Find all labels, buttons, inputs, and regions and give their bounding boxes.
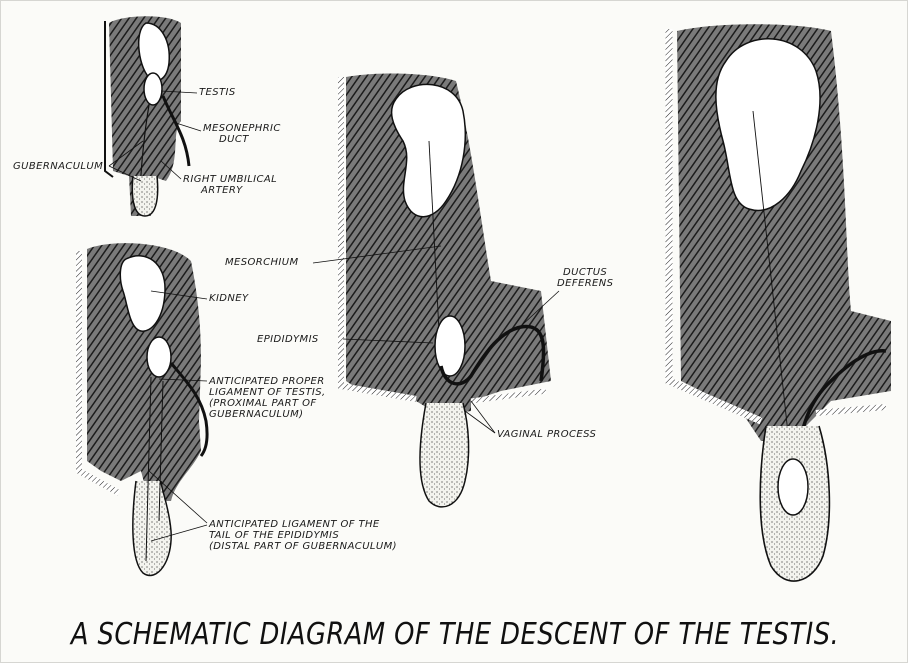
stage1-testis <box>144 73 162 105</box>
stage4-wall-right <box>816 407 886 413</box>
stage2-testis <box>147 337 171 377</box>
label-anticipated-ligament-tail: ANTICIPATED LIGAMENT OF THE TAIL OF THE … <box>209 519 397 552</box>
label-right-umbilical-artery: RIGHT UMBILICAL ARTERY <box>183 174 277 196</box>
label-anticipated-proper-ligament: ANTICIPATED PROPER LIGAMENT OF TESTIS, (… <box>209 376 326 420</box>
label-gubernaculum: GUBERNACULUM <box>13 161 103 172</box>
label-anticipated-ligament-tail-line-2: TAIL OF THE EPIDIDYMIS <box>209 530 397 541</box>
stage3-vaginal-process <box>420 403 469 507</box>
label-right-umbilical-artery-line-1: RIGHT UMBILICAL <box>183 174 277 185</box>
label-ductus-deferens: DUCTUS DEFERENS <box>557 267 613 289</box>
label-testis: TESTIS <box>199 87 236 98</box>
label-anticipated-proper-ligament-line-4: GUBERNACULUM) <box>209 409 326 420</box>
label-right-umbilical-artery-line-2: ARTERY <box>183 185 277 196</box>
stage4-testis <box>778 459 808 515</box>
diagram-title: A SCHEMATIC DIAGRAM OF THE DESCENT OF TH… <box>65 617 846 652</box>
label-anticipated-proper-ligament-line-1: ANTICIPATED PROPER <box>209 376 326 387</box>
label-ductus-deferens-line-1: DUCTUS <box>557 267 613 278</box>
figure-stage-2 <box>79 243 207 575</box>
label-mesonephric-duct: MESONEPHRIC DUCT <box>203 123 281 145</box>
label-ductus-deferens-line-2: DEFERENS <box>557 278 613 289</box>
label-kidney: KIDNEY <box>209 293 249 304</box>
label-mesorchium: MESORCHIUM <box>225 257 299 268</box>
label-anticipated-proper-ligament-line-3: (PROXIMAL PART OF <box>209 398 326 409</box>
figure-stage-3 <box>313 74 559 507</box>
label-anticipated-ligament-tail-line-3: (DISTAL PART OF GUBERNACULUM) <box>209 541 397 552</box>
label-anticipated-ligament-tail-line-1: ANTICIPATED LIGAMENT OF THE <box>209 519 397 530</box>
stage1-pouch <box>132 176 157 216</box>
label-mesonephric-duct-line-2: DUCT <box>203 134 281 145</box>
label-epididymis: EPIDIDYMIS <box>257 334 319 345</box>
figure-stage-4 <box>669 24 891 581</box>
label-vaginal-process: VAGINAL PROCESS <box>497 429 596 440</box>
label-mesonephric-duct-line-1: MESONEPHRIC <box>203 123 281 134</box>
label-anticipated-proper-ligament-line-2: LIGAMENT OF TESTIS, <box>209 387 326 398</box>
